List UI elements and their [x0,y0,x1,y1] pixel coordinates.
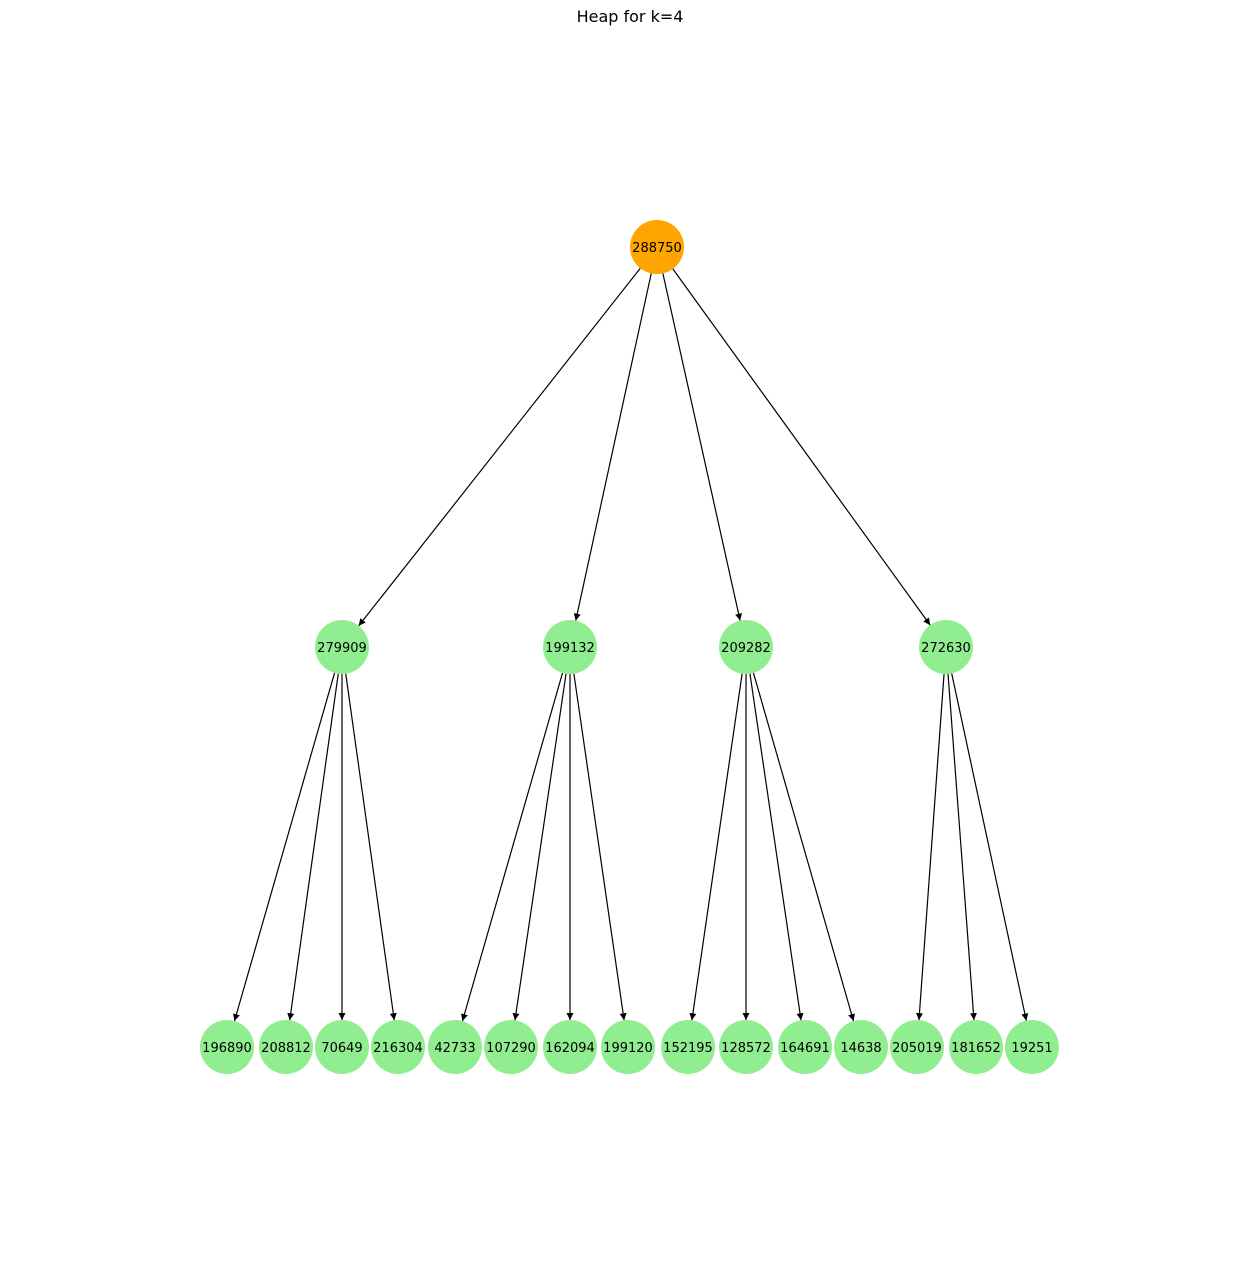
node-label: 70649 [321,1041,362,1056]
heap-node: 205019 [890,1020,944,1074]
heap-node: 209282 [719,620,773,674]
edge-288750-to-272630 [672,268,931,626]
heap-node: 70649 [315,1020,369,1074]
heap-node: 199120 [601,1020,655,1074]
node-circle [601,1020,655,1074]
node-label: 152195 [663,1041,713,1056]
edge-209282-to-164691 [749,673,804,1021]
node-circle [719,1020,773,1074]
root-node: 288750 [630,220,684,274]
node-circle [661,1020,715,1074]
edge-279909-to-208812 [287,673,339,1021]
node-label: 205019 [892,1041,942,1056]
edge-199132-to-107290 [512,673,567,1021]
edge-272630-to-205019 [915,673,945,1021]
node-label: 208812 [261,1041,311,1056]
node-label: 199120 [603,1041,653,1056]
edge-272630-to-19251 [951,673,1029,1021]
node-circle [315,620,369,674]
node-circle [428,1020,482,1074]
node-circle [543,620,597,674]
heap-node: 42733 [428,1020,482,1074]
node-circle [949,1020,1003,1074]
heap-node: 208812 [259,1020,313,1074]
node-circle [200,1020,254,1074]
node-label: 164691 [780,1041,830,1056]
edge-288750-to-279909 [358,267,641,627]
heap-node: 199132 [543,620,597,674]
heap-node: 107290 [484,1020,538,1074]
heap-node: 152195 [661,1020,715,1074]
heap-node: 272630 [919,620,973,674]
edge-199132-to-42733 [461,672,564,1022]
node-label: 288750 [632,241,682,256]
node-label: 209282 [721,641,771,656]
edge-199132-to-199120 [573,673,627,1021]
root-node-circle [630,220,684,274]
node-circle [259,1020,313,1074]
node-label: 216304 [373,1041,423,1056]
edge-209282-to-14638 [752,672,855,1022]
diagram-title: Heap for k=4 [576,7,684,26]
node-label: 162094 [545,1041,595,1056]
edge-288750-to-199132 [573,273,652,621]
heap-node: 162094 [543,1020,597,1074]
node-label: 128572 [721,1041,771,1056]
heap-node: 164691 [778,1020,832,1074]
heap-node: 19251 [1005,1020,1059,1074]
node-label: 14638 [840,1041,881,1056]
edge-279909-to-216304 [345,673,397,1021]
node-circle [778,1020,832,1074]
heap-node: 196890 [200,1020,254,1074]
heap-node: 216304 [371,1020,425,1074]
node-label: 199132 [545,641,595,656]
heap-node: 181652 [949,1020,1003,1074]
node-label: 107290 [486,1041,536,1056]
node-circle [484,1020,538,1074]
heap-node: 128572 [719,1020,773,1074]
edge-209282-to-152195 [689,673,743,1021]
node-label: 42733 [434,1041,475,1056]
edge-288750-to-209282 [662,273,743,621]
node-circle [834,1020,888,1074]
node-circle [919,620,973,674]
edge-279909-to-196890 [233,672,336,1022]
heap-node: 14638 [834,1020,888,1074]
node-circle [890,1020,944,1074]
node-label: 196890 [202,1041,252,1056]
node-circle [543,1020,597,1074]
node-label: 272630 [921,641,971,656]
node-circle [719,620,773,674]
node-circle [1005,1020,1059,1074]
node-label: 181652 [951,1041,1001,1056]
node-circle [371,1020,425,1074]
heap-node: 279909 [315,620,369,674]
edge-272630-to-181652 [947,673,977,1021]
node-label: 19251 [1011,1041,1052,1056]
node-circle [315,1020,369,1074]
node-label: 279909 [317,641,367,656]
